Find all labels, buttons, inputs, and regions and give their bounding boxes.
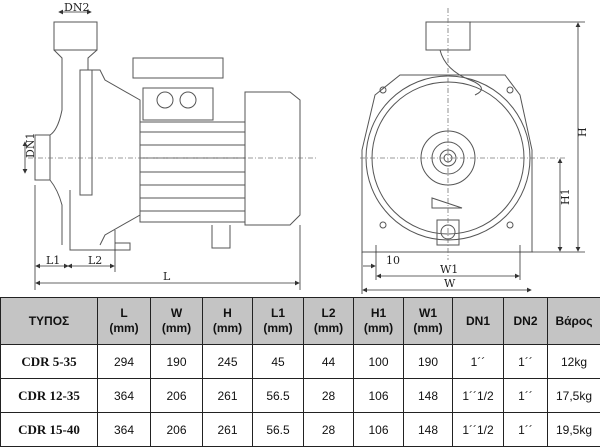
table-cell: 56.5 bbox=[253, 379, 304, 413]
column-header-name: W1 bbox=[404, 306, 452, 321]
column-header-unit: (mm) bbox=[253, 321, 303, 336]
model-cell: CDR 5-35 bbox=[1, 345, 98, 379]
column-header: L(mm) bbox=[98, 298, 151, 345]
column-header: H(mm) bbox=[203, 298, 253, 345]
table-cell: 1´´ bbox=[504, 413, 548, 447]
column-header: DN2 bbox=[504, 298, 548, 345]
table-cell: 364 bbox=[98, 379, 151, 413]
table-cell: 100 bbox=[354, 345, 404, 379]
front-view: H H1 10 W1 W bbox=[360, 8, 589, 294]
column-header-name: L1 bbox=[253, 306, 303, 321]
l-label: L bbox=[163, 270, 171, 283]
pump-dimension-drawing: DN2 DN1 L1 L2 L H H1 bbox=[0, 0, 600, 297]
table-cell: 206 bbox=[151, 379, 203, 413]
column-header-name: L2 bbox=[304, 306, 353, 321]
table-cell: 148 bbox=[404, 379, 453, 413]
column-header-name: W bbox=[151, 306, 202, 321]
column-header-name: H bbox=[203, 306, 252, 321]
table-cell: 28 bbox=[304, 413, 354, 447]
table-cell: 44 bbox=[304, 345, 354, 379]
column-header-unit: (mm) bbox=[354, 321, 403, 336]
table-cell: 206 bbox=[151, 413, 203, 447]
column-header-unit: (mm) bbox=[404, 321, 452, 336]
table-cell: 19,5kg bbox=[548, 413, 600, 447]
column-header-name: DN2 bbox=[504, 314, 547, 329]
column-header: ΤΥΠΟΣ bbox=[1, 298, 98, 345]
column-header-name: L bbox=[98, 306, 150, 321]
table-cell: 56.5 bbox=[253, 413, 304, 447]
table-cell: 261 bbox=[203, 413, 253, 447]
table-cell: 1´´1/2 bbox=[453, 379, 504, 413]
column-header-name: Βάρος bbox=[548, 314, 600, 329]
table-cell: 17,5kg bbox=[548, 379, 600, 413]
table-cell: 294 bbox=[98, 345, 151, 379]
h1-label: H1 bbox=[559, 188, 572, 205]
l2-label: L2 bbox=[88, 254, 102, 267]
table-cell: 1´´ bbox=[504, 345, 548, 379]
table-cell: 106 bbox=[354, 413, 404, 447]
table-cell: 364 bbox=[98, 413, 151, 447]
table-cell: 148 bbox=[404, 413, 453, 447]
model-cell: CDR 12-35 bbox=[1, 379, 98, 413]
table-cell: 261 bbox=[203, 379, 253, 413]
table-cell: 1´´ bbox=[453, 345, 504, 379]
column-header-unit: (mm) bbox=[98, 321, 150, 336]
dn2-label: DN2 bbox=[64, 1, 89, 14]
dn1-label: DN1 bbox=[24, 133, 37, 158]
model-cell: CDR 15-40 bbox=[1, 413, 98, 447]
column-header-name: ΤΥΠΟΣ bbox=[1, 314, 97, 329]
w-label: W bbox=[444, 277, 456, 290]
column-header-name: H1 bbox=[354, 306, 403, 321]
table-cell: 45 bbox=[253, 345, 304, 379]
column-header-unit: (mm) bbox=[304, 321, 353, 336]
table-cell: 28 bbox=[304, 379, 354, 413]
column-header: H1(mm) bbox=[354, 298, 404, 345]
side-view: DN2 DN1 L1 L2 L bbox=[24, 1, 318, 290]
column-header: W1(mm) bbox=[404, 298, 453, 345]
column-header: W(mm) bbox=[151, 298, 203, 345]
column-header: L2(mm) bbox=[304, 298, 354, 345]
column-header-unit: (mm) bbox=[151, 321, 202, 336]
table-cell: 12kg bbox=[548, 345, 600, 379]
column-header: L1(mm) bbox=[253, 298, 304, 345]
table-cell: 106 bbox=[354, 379, 404, 413]
ten-label: 10 bbox=[386, 254, 400, 267]
h-label: H bbox=[576, 127, 589, 137]
w1-label: W1 bbox=[440, 263, 458, 276]
column-header-name: DN1 bbox=[453, 314, 503, 329]
l1-label: L1 bbox=[46, 254, 60, 267]
table-cell: 245 bbox=[203, 345, 253, 379]
table-cell: 1´´ bbox=[504, 379, 548, 413]
table-cell: 1´´1/2 bbox=[453, 413, 504, 447]
column-header: DN1 bbox=[453, 298, 504, 345]
column-header-unit: (mm) bbox=[203, 321, 252, 336]
table-cell: 190 bbox=[404, 345, 453, 379]
column-header: Βάρος bbox=[548, 298, 600, 345]
table-cell: 190 bbox=[151, 345, 203, 379]
